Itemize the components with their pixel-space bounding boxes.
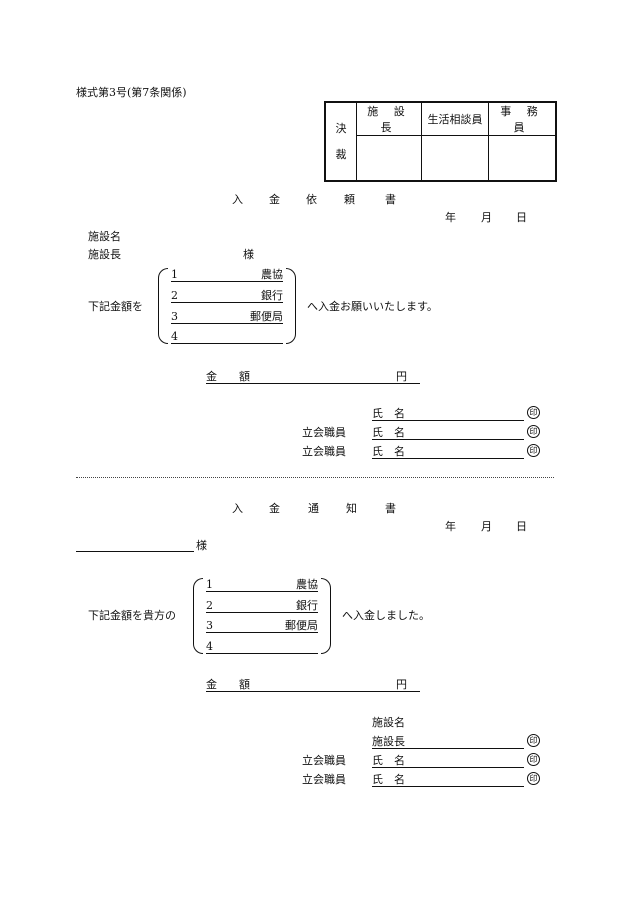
honorific-sama: 様 [243, 248, 254, 261]
date-month-label: 月 [481, 520, 492, 533]
option-line-1[interactable]: 1 農協 [206, 578, 318, 592]
lead-text: 下記金額を貴方の [88, 609, 176, 622]
request-title-char: 頼 [344, 193, 355, 206]
left-bracket [158, 268, 168, 344]
request-title-char: 金 [269, 193, 280, 206]
approval-stamp-counselor[interactable] [421, 135, 489, 182]
request-title-char: 入 [232, 193, 243, 206]
witness-label: 立会職員 [302, 773, 346, 786]
notice-title-char: 知 [346, 502, 357, 515]
cut-line [76, 477, 554, 478]
date-day-label: 日 [516, 211, 527, 224]
facility-name-label: 施設名 [372, 716, 405, 729]
right-bracket [321, 578, 331, 654]
seal-icon: 印 [527, 734, 540, 747]
recipient-field[interactable] [76, 551, 194, 552]
notice-title-char: 入 [232, 502, 243, 515]
lead-text: 下記金額を [88, 300, 143, 313]
witness-name-label: 氏 名 [372, 426, 405, 439]
witness-label: 立会職員 [302, 754, 346, 767]
name-label: 氏 名 [372, 407, 405, 420]
approval-col-director: 施 設 長 [356, 101, 422, 136]
option-line-3[interactable]: 3 郵便局 [171, 310, 283, 324]
seal-icon: 印 [527, 406, 540, 419]
date-year-label: 年 [445, 211, 456, 224]
notice-title-char: 金 [269, 502, 280, 515]
request-title-char: 依 [306, 193, 317, 206]
approval-stamp-director[interactable] [356, 135, 422, 182]
notice-title-char: 書 [385, 502, 396, 515]
option-line-2[interactable]: 2 銀行 [206, 599, 318, 613]
seal-icon: 印 [527, 444, 540, 457]
amount-label: 金 額 [206, 370, 250, 383]
approval-decision-cell: 決 裁 [324, 101, 357, 182]
witness-name-field[interactable] [372, 786, 524, 787]
left-bracket [193, 578, 203, 654]
witness-name-label: 氏 名 [372, 773, 405, 786]
option-line-2[interactable]: 2 銀行 [171, 289, 283, 303]
option-line-4[interactable]: 4 [206, 640, 318, 654]
witness-name-label: 氏 名 [372, 445, 405, 458]
approval-table: 決 裁 施 設 長 生活相談員 事 務 員 [324, 101, 557, 182]
option-line-4[interactable]: 4 [171, 330, 283, 344]
date-month-label: 月 [481, 211, 492, 224]
approval-decision-char: 決 [335, 121, 347, 135]
approval-stamp-clerk[interactable] [488, 135, 557, 182]
director-label: 施設長 [88, 248, 121, 261]
witness-label: 立会職員 [302, 445, 346, 458]
director-label: 施設長 [372, 735, 405, 748]
option-line-1[interactable]: 1 農協 [171, 268, 283, 282]
request-title-char: 書 [385, 193, 396, 206]
seal-icon: 印 [527, 425, 540, 438]
option-line-3[interactable]: 3 郵便局 [206, 619, 318, 633]
yen-label: 円 [396, 678, 407, 691]
facility-name-label: 施設名 [88, 230, 121, 243]
form-label: 様式第3号(第7条関係) [76, 86, 187, 99]
approval-col-clerk: 事 務 員 [488, 101, 557, 136]
amount-field[interactable] [206, 691, 420, 692]
amount-label: 金 額 [206, 678, 250, 691]
approval-col-counselor: 生活相談員 [421, 101, 489, 136]
director-field[interactable] [372, 748, 524, 749]
honorific-sama: 様 [196, 539, 207, 552]
witness-name-field[interactable] [372, 767, 524, 768]
witness-name-field[interactable] [372, 458, 524, 459]
seal-icon: 印 [527, 753, 540, 766]
date-year-label: 年 [445, 520, 456, 533]
witness-label: 立会職員 [302, 426, 346, 439]
witness-name-field[interactable] [372, 439, 524, 440]
notice-title-char: 通 [308, 502, 319, 515]
seal-icon: 印 [527, 772, 540, 785]
yen-label: 円 [396, 370, 407, 383]
tail-text: へ入金しました。 [342, 609, 430, 622]
approval-decision-char: 裁 [335, 147, 347, 161]
witness-name-label: 氏 名 [372, 754, 405, 767]
date-day-label: 日 [516, 520, 527, 533]
right-bracket [286, 268, 296, 344]
tail-text: へ入金お願いいたします。 [307, 300, 438, 313]
amount-field[interactable] [206, 383, 420, 384]
name-field[interactable] [372, 420, 524, 421]
